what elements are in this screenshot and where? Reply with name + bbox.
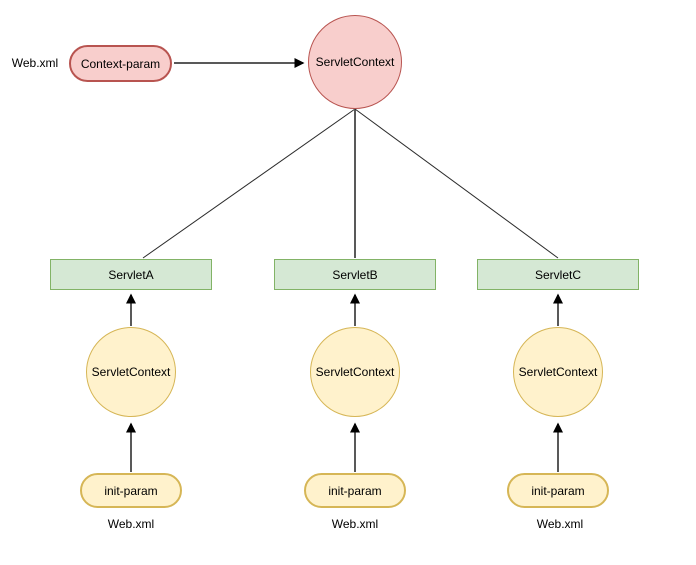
- edge-root-to-servleta: [142, 108, 356, 259]
- servletb-initparam-node: init-param: [304, 473, 406, 508]
- servletc-initparam-node: init-param: [507, 473, 609, 508]
- servletb-webxml-label: Web.xml: [331, 517, 379, 531]
- edge-root-to-servletc: [354, 108, 559, 259]
- servletb-node: ServletB: [274, 259, 436, 290]
- servletc-webxml-label: Web.xml: [536, 517, 584, 531]
- context-param-node: Context-param: [69, 45, 172, 82]
- servleta-initparam-node: init-param: [80, 473, 182, 508]
- servletc-context-node: ServletContext: [513, 327, 603, 417]
- servleta-webxml-label: Web.xml: [107, 517, 155, 531]
- webxml-source-label: Web.xml: [11, 56, 59, 70]
- root-servletcontext-node: ServletContext: [308, 15, 402, 109]
- servleta-node: ServletA: [50, 259, 212, 290]
- servleta-context-node: ServletContext: [86, 327, 176, 417]
- servletc-node: ServletC: [477, 259, 639, 290]
- servletb-context-node: ServletContext: [310, 327, 400, 417]
